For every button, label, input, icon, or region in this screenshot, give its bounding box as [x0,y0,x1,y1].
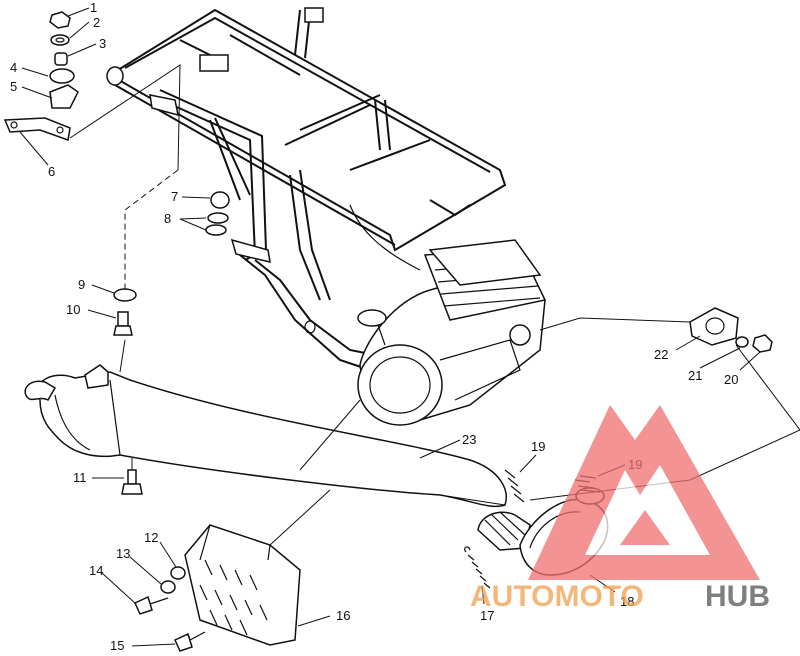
callout-7: 7 [171,189,178,204]
watermark-inner-mark [620,510,670,545]
watermark-text-hub: HUB [705,580,770,613]
callout-5: 5 [10,79,17,94]
callout-numbers: 1 2 3 4 5 6 7 8 9 10 11 12 13 14 15 16 1… [10,0,738,653]
muffler [24,364,531,551]
callout-4: 4 [10,60,17,75]
watermark-triangle-inner [585,465,710,555]
callout-11: 11 [73,470,87,485]
callout-18: 18 [620,594,634,609]
callout-2: 2 [93,15,100,30]
callout-12: 12 [144,530,158,545]
callout-14: 14 [89,563,103,578]
callout-3: 3 [99,36,106,51]
frame [106,7,507,371]
callout-19-upper: 19 [531,439,545,454]
callout-16: 16 [336,608,350,623]
callout-22: 22 [654,347,668,362]
callout-15: 15 [110,638,124,653]
callout-17: 17 [480,608,494,623]
callout-8: 8 [164,211,171,226]
watermark-logo: AUTOMOTO HUB [470,405,770,613]
watermark-text-automoto: AUTOMOTO [470,580,644,613]
callout-6: 6 [48,164,55,179]
heat-shield-slots [199,559,268,636]
hardware [3,11,773,652]
callout-9: 9 [78,277,85,292]
callout-leaders [19,7,761,647]
callout-13: 13 [116,546,130,561]
callout-20: 20 [724,372,738,387]
callout-21: 21 [688,368,702,383]
callout-23: 23 [462,432,476,447]
callout-1: 1 [90,0,97,15]
heat-shield [184,524,301,646]
engine [357,239,547,426]
callout-10: 10 [66,302,80,317]
